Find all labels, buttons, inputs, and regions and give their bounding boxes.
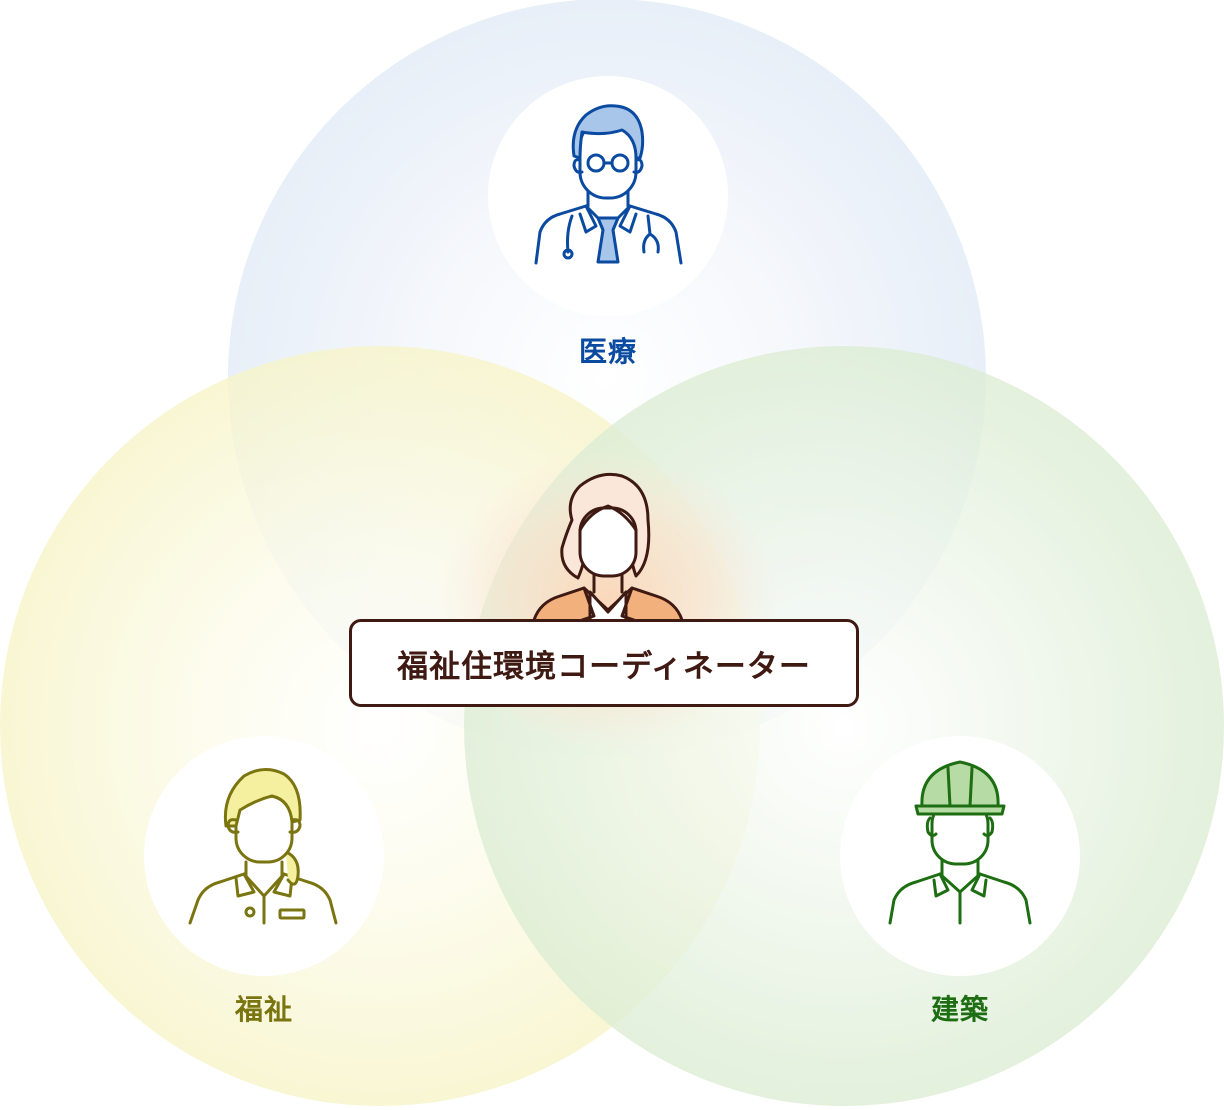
construction-worker-icon — [888, 760, 1032, 925]
coordinator-title-box: 福祉住環境コーディネーター — [349, 619, 859, 707]
doctor-icon — [534, 104, 683, 265]
nurse-icon — [188, 768, 338, 925]
welfare-label: 福祉 — [234, 993, 294, 1026]
coordinator-title: 福祉住環境コーディネーター — [397, 648, 811, 685]
construction-label: 建築 — [930, 993, 990, 1026]
medical-label: 医療 — [578, 335, 638, 368]
